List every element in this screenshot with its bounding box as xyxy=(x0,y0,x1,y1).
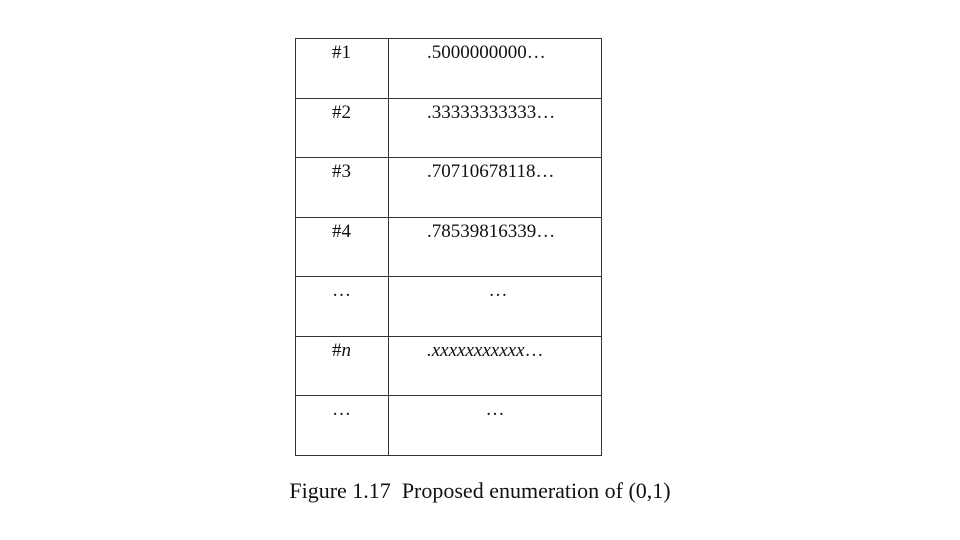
row-value: … xyxy=(388,395,602,456)
row-value: .5000000000… xyxy=(388,38,602,99)
row-value: .70710678118… xyxy=(388,157,602,218)
row-value-variable: .xxxxxxxxxxx xyxy=(427,339,525,361)
table-row: #2 .33333333333… xyxy=(295,97,602,158)
caption-label: Figure 1.17 xyxy=(289,478,391,503)
row-value-text: … xyxy=(488,280,508,301)
row-index: #3 xyxy=(295,157,389,218)
enumeration-table: #1 .5000000000… #2 .33333333333… #3 .707… xyxy=(295,38,602,456)
row-value: .78539816339… xyxy=(388,216,602,277)
row-index: #2 xyxy=(295,97,389,158)
row-value: .33333333333… xyxy=(388,97,602,158)
row-value-text: … xyxy=(485,399,505,420)
table-row: #1 .5000000000… xyxy=(295,38,602,99)
table-row: … … xyxy=(295,276,602,337)
row-index: … xyxy=(295,395,389,456)
caption-text: Proposed enumeration of (0,1) xyxy=(401,478,671,503)
row-index: #4 xyxy=(295,216,389,277)
row-index: #n xyxy=(295,335,389,396)
row-value: … xyxy=(388,276,602,337)
row-index-prefix: # xyxy=(332,339,342,361)
table-row: #n .xxxxxxxxxxx… xyxy=(295,335,602,396)
table-row: … … xyxy=(295,395,602,456)
row-index-variable: n xyxy=(341,339,352,361)
figure-caption: Figure 1.17 Proposed enumeration of (0,1… xyxy=(0,478,960,504)
table-row: #4 .78539816339… xyxy=(295,216,602,277)
row-value: .xxxxxxxxxxx… xyxy=(388,335,602,396)
row-value-suffix: … xyxy=(524,339,544,361)
row-index: #1 xyxy=(295,38,389,99)
row-index: … xyxy=(295,276,389,337)
table-row: #3 .70710678118… xyxy=(295,157,602,218)
